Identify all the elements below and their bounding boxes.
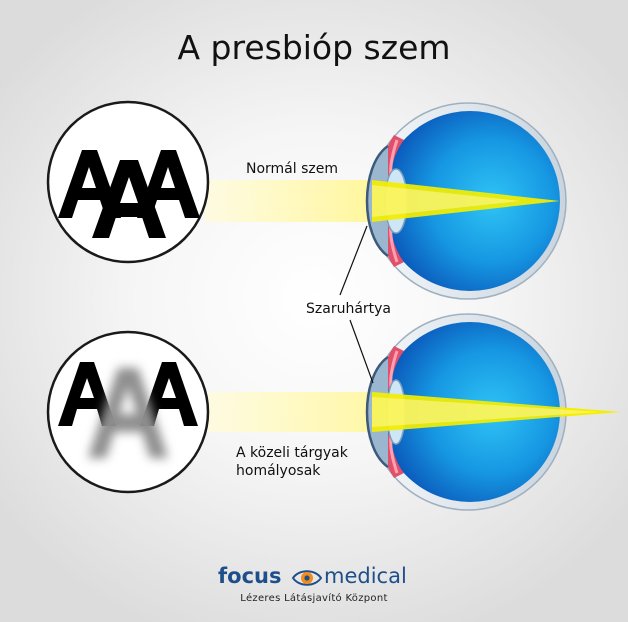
letter-a-blurred: [88, 368, 168, 458]
label-cornea: Szaruhártya: [306, 301, 392, 317]
letter-a-right-small: [140, 362, 198, 426]
eye-presbyopic: [365, 313, 620, 511]
letter-a-right: [137, 150, 200, 218]
letter-a-left-small: [58, 362, 116, 426]
logo-tagline: Lézeres Látásjavító Központ: [240, 593, 388, 604]
cornea-pointer-top: [339, 225, 368, 296]
logo-word-focus: focus: [218, 564, 282, 588]
logo-word-medical: medical: [324, 564, 407, 588]
label-blurry-near-objects: A közeli tárgyak homályosak: [236, 444, 348, 480]
eye-icon: [291, 570, 323, 586]
eye-normal: [365, 102, 567, 300]
letter-a-left: [58, 150, 121, 218]
label-blurry-line1: A közeli tárgyak: [236, 445, 348, 461]
page-title: A presbióp szem: [177, 28, 451, 67]
cornea-pointer-bottom: [349, 319, 374, 384]
letter-a-center: [92, 160, 166, 238]
eye-chart-blurred: [46, 330, 210, 494]
eye-chart-sharp: [46, 100, 210, 264]
label-blurry-line2: homályosak: [236, 463, 321, 479]
label-normal-eye: Normál szem: [246, 161, 338, 177]
focus-medical-logo: focus medical: [218, 564, 414, 588]
